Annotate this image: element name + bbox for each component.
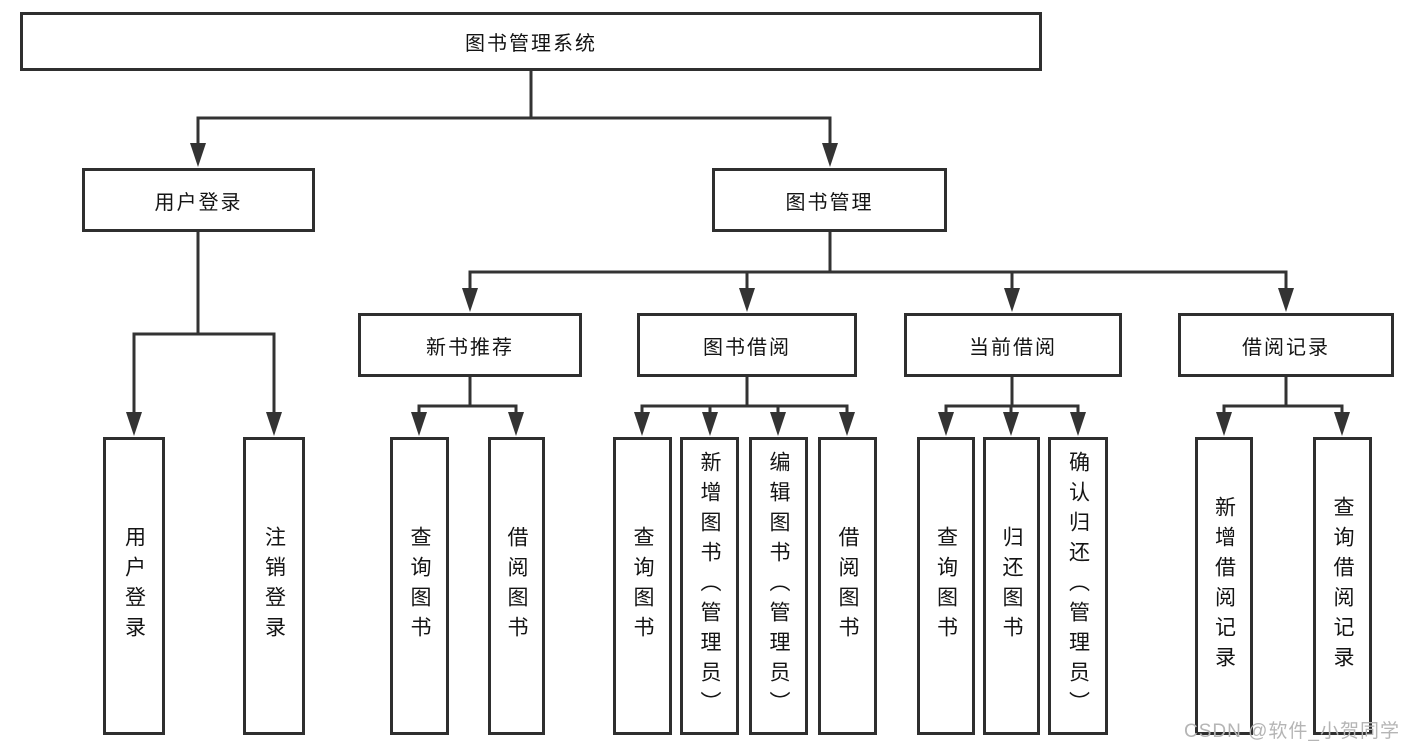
node-leaf-query-book-1-label: 查询图书 bbox=[408, 526, 431, 646]
node-root: 图书管理系统 bbox=[20, 12, 1042, 71]
arrowhead-down-icon bbox=[508, 412, 524, 436]
node-leaf-borrow-book-2-label: 借阅图书 bbox=[836, 526, 859, 646]
arrowhead-down-icon bbox=[126, 412, 142, 436]
arrowheads bbox=[126, 143, 1350, 436]
arrowhead-down-icon bbox=[1004, 288, 1020, 312]
node-leaf-logout: 注销登录 bbox=[243, 437, 305, 735]
node-leaf-add-book: 新增图书（管理员） bbox=[680, 437, 739, 735]
connector-borrow-record-children bbox=[1222, 375, 1344, 420]
node-new-book-rec: 新书推荐 bbox=[358, 313, 582, 377]
arrowhead-down-icon bbox=[1216, 412, 1232, 436]
arrowhead-down-icon bbox=[634, 412, 650, 436]
arrowhead-down-icon bbox=[822, 143, 838, 167]
node-user-login: 用户登录 bbox=[82, 168, 315, 232]
connector-new-book-children bbox=[417, 375, 518, 420]
node-leaf-borrow-book-2: 借阅图书 bbox=[818, 437, 877, 735]
connector-user-login-children bbox=[132, 230, 276, 418]
connector-book-mgmt-children bbox=[468, 230, 1288, 294]
arrowhead-down-icon bbox=[739, 288, 755, 312]
node-root-label: 图书管理系统 bbox=[465, 33, 597, 55]
node-leaf-borrow-book-1-label: 借阅图书 bbox=[505, 526, 528, 646]
node-leaf-query-book-2: 查询图书 bbox=[613, 437, 672, 735]
node-leaf-add-book-label: 新增图书（管理员） bbox=[698, 451, 721, 721]
node-book-borrow: 图书借阅 bbox=[637, 313, 857, 377]
node-leaf-query-book-3: 查询图书 bbox=[917, 437, 975, 735]
node-leaf-return-book-label: 归还图书 bbox=[1000, 526, 1023, 646]
node-current-borrow: 当前借阅 bbox=[904, 313, 1122, 377]
node-leaf-query-record: 查询借阅记录 bbox=[1313, 437, 1372, 735]
node-user-login-label: 用户登录 bbox=[154, 191, 243, 214]
node-book-mgmt: 图书管理 bbox=[712, 168, 947, 232]
arrowhead-down-icon bbox=[411, 412, 427, 436]
node-leaf-edit-book: 编辑图书（管理员） bbox=[749, 437, 808, 735]
node-leaf-query-book-3-label: 查询图书 bbox=[934, 526, 958, 646]
node-book-borrow-label: 图书借阅 bbox=[703, 336, 791, 359]
node-leaf-query-record-label: 查询借阅记录 bbox=[1331, 496, 1354, 676]
node-current-borrow-label: 当前借阅 bbox=[969, 336, 1057, 359]
arrowhead-down-icon bbox=[839, 412, 855, 436]
node-leaf-add-record-label: 新增借阅记录 bbox=[1212, 496, 1236, 676]
node-leaf-add-record: 新增借阅记录 bbox=[1195, 437, 1253, 735]
csdn-watermark: CSDN @软件_小贺同学 bbox=[1184, 721, 1400, 742]
node-leaf-logout-label: 注销登录 bbox=[262, 526, 286, 646]
node-borrow-record: 借阅记录 bbox=[1178, 313, 1394, 377]
node-leaf-query-book-2-label: 查询图书 bbox=[631, 526, 654, 646]
arrowhead-down-icon bbox=[190, 143, 206, 167]
node-leaf-user-login-label: 用户登录 bbox=[122, 526, 146, 646]
arrowhead-down-icon bbox=[1278, 288, 1294, 312]
arrowhead-down-icon bbox=[1070, 412, 1086, 436]
arrowhead-down-icon bbox=[266, 412, 282, 436]
node-leaf-edit-book-label: 编辑图书（管理员） bbox=[767, 451, 790, 721]
arrowhead-down-icon bbox=[462, 288, 478, 312]
node-borrow-record-label: 借阅记录 bbox=[1242, 336, 1330, 359]
connector-root-to-level2 bbox=[196, 69, 832, 148]
node-new-book-rec-label: 新书推荐 bbox=[426, 336, 514, 359]
connector-current-borrow-children bbox=[944, 375, 1080, 420]
node-leaf-user-login: 用户登录 bbox=[103, 437, 165, 735]
connector-book-borrow-children bbox=[640, 375, 849, 420]
arrowhead-down-icon bbox=[1003, 412, 1019, 436]
node-leaf-query-book-1: 查询图书 bbox=[390, 437, 449, 735]
arrowhead-down-icon bbox=[702, 412, 718, 436]
node-leaf-return-book: 归还图书 bbox=[983, 437, 1040, 735]
arrowhead-down-icon bbox=[938, 412, 954, 436]
node-leaf-borrow-book-1: 借阅图书 bbox=[488, 437, 545, 735]
arrowhead-down-icon bbox=[770, 412, 786, 436]
node-leaf-confirm-return: 确认归还（管理员） bbox=[1048, 437, 1108, 735]
arrowhead-down-icon bbox=[1334, 412, 1350, 436]
node-leaf-confirm-return-label: 确认归还（管理员） bbox=[1066, 451, 1090, 721]
node-book-mgmt-label: 图书管理 bbox=[785, 191, 874, 214]
